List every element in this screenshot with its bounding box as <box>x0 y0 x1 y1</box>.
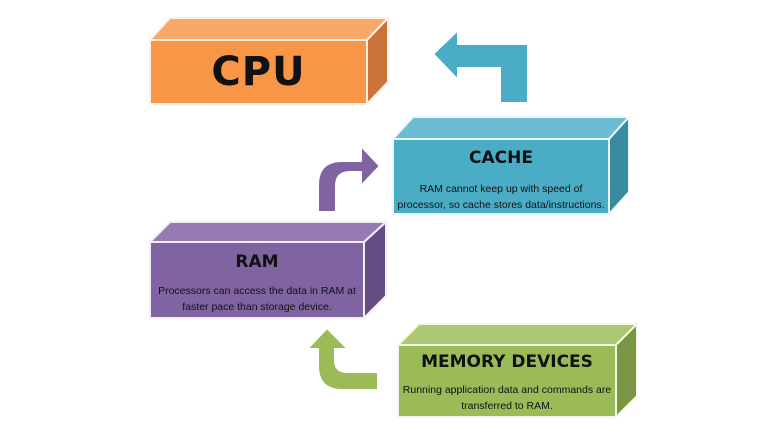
cache-label-area: CACHE RAM cannot keep up with speed of p… <box>393 139 609 214</box>
ram-description: Processors can access the data in RAM at… <box>150 283 364 315</box>
cpu-title: CPU <box>211 49 306 95</box>
memory-devices-box-front <box>397 344 617 418</box>
arrow-ram-to-cache-icon <box>317 145 381 213</box>
ram-box-top <box>147 221 389 243</box>
cpu-box <box>147 15 391 107</box>
ram-label-area: RAM Processors can access the data in RA… <box>150 242 364 318</box>
memory-devices-description-line: Running application data and commands ar… <box>402 384 612 396</box>
ram-description-line: faster pace than storage device. <box>182 301 332 313</box>
cpu-box-front <box>149 39 368 105</box>
ram-description-line: Processors can access the data in RAM at <box>158 285 356 297</box>
cache-box-top <box>390 116 632 140</box>
memory-devices-title: MEMORY DEVICES <box>421 352 593 372</box>
memory-devices-description-line: transferred to RAM. <box>461 400 553 412</box>
memory-devices-label-area: MEMORY DEVICES Running application data … <box>398 345 616 417</box>
cache-description-line: processor, so cache stores data/instruct… <box>397 199 605 211</box>
ram-title: RAM <box>235 252 279 272</box>
cache-description: RAM cannot keep up with speed of process… <box>393 181 609 213</box>
cache-title: CACHE <box>469 148 533 168</box>
memory-devices-box-top <box>395 323 640 346</box>
cache-box-front <box>392 138 610 215</box>
arrow-cache-to-cpu-icon <box>432 29 529 104</box>
memory-devices-box <box>395 321 640 420</box>
memory-devices-description: Running application data and commands ar… <box>398 382 616 414</box>
ram-box-front <box>149 241 365 319</box>
cpu-box-top <box>147 17 391 41</box>
cache-box <box>390 114 632 217</box>
cache-description-line: RAM cannot keep up with speed of <box>419 183 583 195</box>
cpu-label-area: CPU <box>150 40 367 104</box>
arrow-memory-to-ram-icon <box>306 327 379 391</box>
ram-box <box>147 219 389 321</box>
